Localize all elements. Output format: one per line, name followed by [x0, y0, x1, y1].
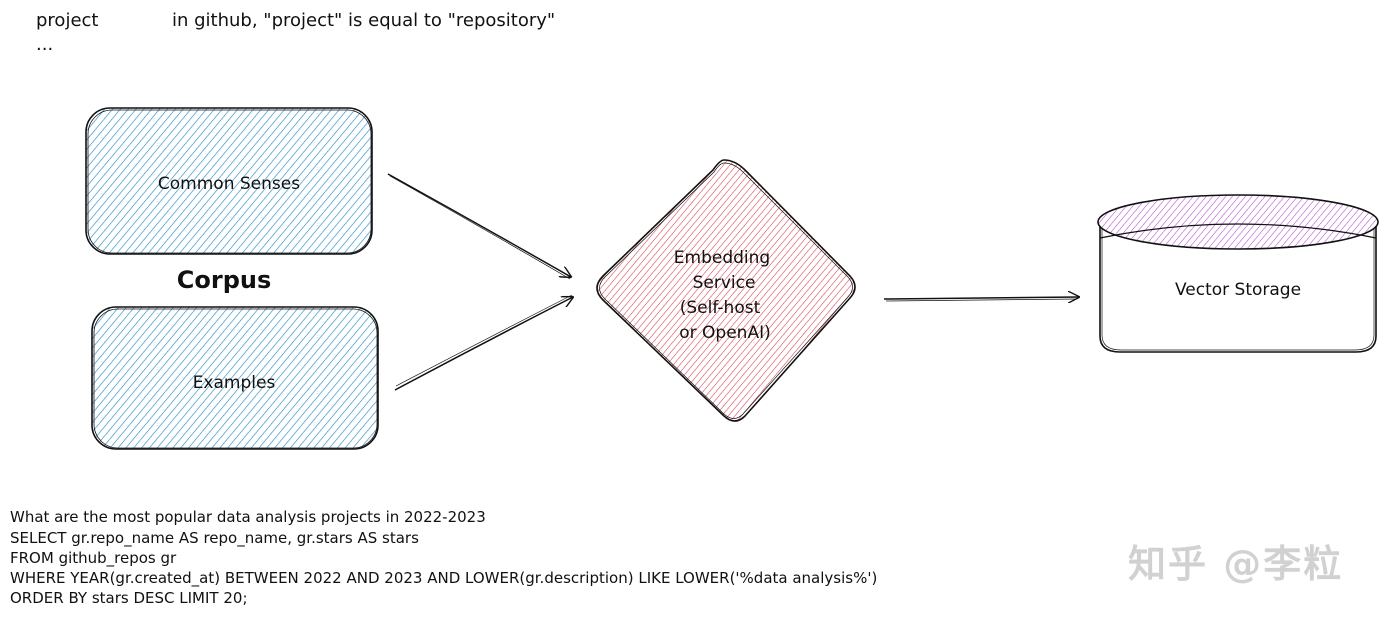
- examples-node[interactable]: Examples: [91, 306, 379, 450]
- arrow-common-senses-to-embedding: [387, 173, 571, 277]
- query-line-2: FROM github_repos gr: [10, 549, 177, 568]
- arrow-embedding-to-vector-storage: [883, 297, 1079, 299]
- note-term: project: [36, 10, 98, 31]
- query-line-1: SELECT gr.repo_name AS repo_name, gr.sta…: [10, 529, 419, 548]
- vector-storage-node[interactable]: Vector Storage: [1097, 194, 1379, 353]
- query-line-4: ORDER BY stars DESC LIMIT 20;: [10, 589, 248, 607]
- note-ellipsis: ...: [36, 34, 53, 55]
- embedding-line-2: Service: [693, 273, 756, 293]
- vector-storage-label: Vector Storage: [1175, 280, 1301, 300]
- watermark: 知乎 @李粒: [1128, 542, 1344, 586]
- common-senses-node[interactable]: Common Senses: [85, 107, 373, 255]
- embedding-service-node[interactable]: Embedding Service (Self-host or OpenAI): [596, 159, 856, 422]
- arrow-examples-to-embedding: [394, 297, 573, 391]
- common-senses-label: Common Senses: [158, 174, 300, 194]
- note-definition: in github, "project" is equal to "reposi…: [172, 10, 555, 31]
- query-question: What are the most popular data analysis …: [10, 508, 486, 526]
- embedding-line-3: (Self-host: [680, 298, 761, 318]
- embedding-line-4: or OpenAI): [679, 323, 770, 343]
- corpus-label: Corpus: [177, 266, 272, 294]
- query-line-3: WHERE YEAR(gr.created_at) BETWEEN 2022 A…: [10, 569, 877, 588]
- examples-label: Examples: [193, 373, 276, 393]
- embedding-line-1: Embedding: [674, 248, 770, 268]
